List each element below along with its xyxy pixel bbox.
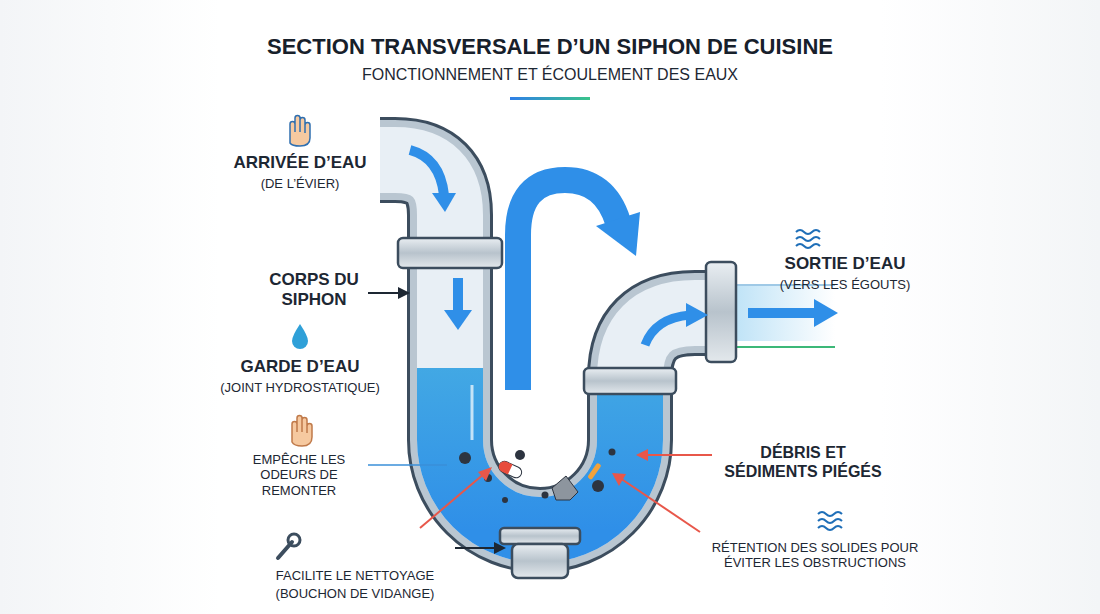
- flow-arrows: [410, 150, 838, 390]
- pipe-nuts: [398, 238, 736, 394]
- debris: [459, 449, 616, 504]
- outlet-note: (VERS LES ÉGOUTS): [770, 277, 920, 292]
- water-drop-icon: [292, 324, 308, 349]
- water-seal-note: (JOINT HYDROSTATIQUE): [205, 380, 395, 395]
- hand-icon: [292, 416, 312, 447]
- outlet-label: SORTIE D’EAU: [770, 254, 920, 274]
- wave-icon: [818, 512, 842, 530]
- solids-note: RÉTENTION DES SOLIDES POUR ÉVITER LES OB…: [690, 540, 940, 571]
- inlet-note: (DE L’ÉVIER): [215, 176, 385, 191]
- odor-note: EMPÊCHE LES ODEURS DE REMONTER: [232, 452, 366, 498]
- inlet-label: ARRIVÉE D’EAU: [215, 153, 385, 173]
- siphon-pipe: [380, 160, 725, 530]
- diagram-title: SECTION TRANSVERSALE D’UN SIPHON DE CUIS…: [150, 34, 950, 60]
- wave-icon: [796, 230, 820, 248]
- debris-label: DÉBRIS ET SÉDIMENTS PIÉGÉS: [718, 444, 888, 482]
- hand-icon: [290, 116, 310, 147]
- cleaning-note: (BOUCHON DE VIDANGE): [255, 586, 455, 601]
- title-underline: [510, 97, 590, 100]
- cleaning-label: FACILITE LE NETTOYAGE: [255, 568, 455, 583]
- wrench-icon: [278, 534, 300, 558]
- water-seal-label: GARDE D’EAU: [215, 357, 385, 377]
- leader-lines: [368, 287, 712, 554]
- drain-plug: [500, 528, 580, 578]
- body-label: CORPS DU SIPHON: [262, 270, 366, 310]
- diagram-subtitle: FONCTIONNEMENT ET ÉCOULEMENT DES EAUX: [200, 66, 900, 85]
